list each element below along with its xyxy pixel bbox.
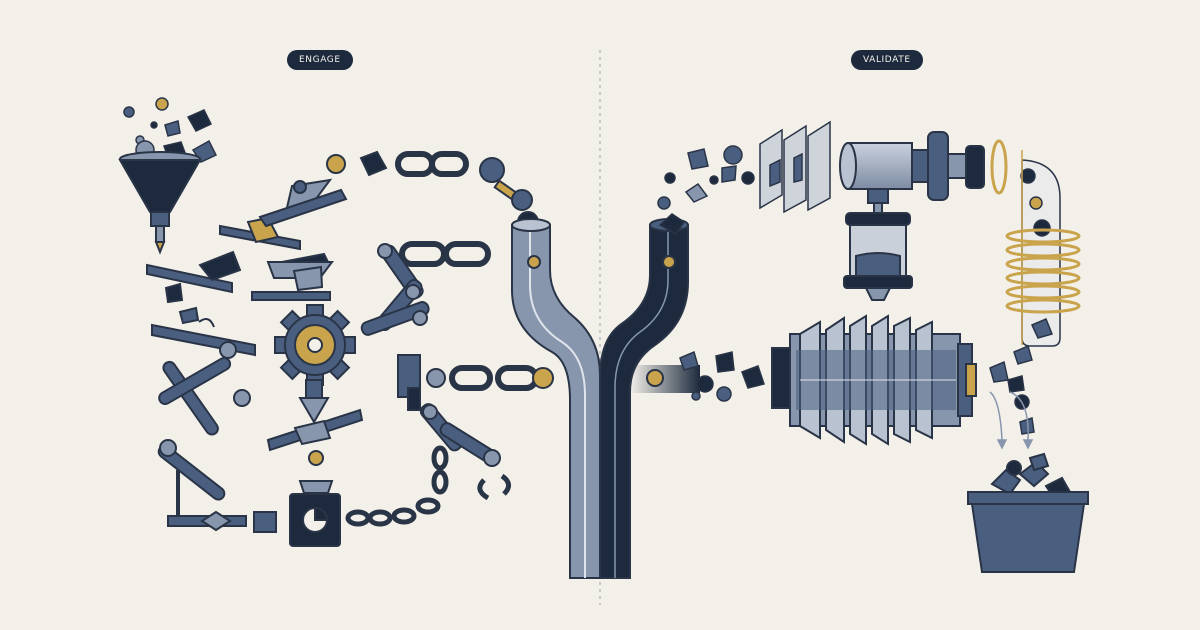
robotic-arm-mid [360,241,491,336]
drop-arrows [989,391,1034,450]
validate-label: VALIDATE [851,50,923,70]
merging-pipes [511,218,700,579]
lever-plates [146,250,256,357]
chain-bottom [345,403,511,527]
filter-plates [759,120,831,214]
fin-chamber [771,314,977,446]
articulated-arm-left [157,341,277,533]
funnel [118,151,202,255]
engage-label: ENGAGE [287,50,353,70]
debris-middle [679,350,765,402]
gold-gear [274,304,356,386]
chain-middle [397,354,554,411]
coil-tube [1005,150,1081,347]
chain-top [326,150,539,233]
top-cylinder [839,131,1008,301]
lower-chute [266,379,364,547]
debris-top-right [657,145,755,235]
ramp-assembly [219,178,348,301]
collection-bin [967,452,1089,573]
